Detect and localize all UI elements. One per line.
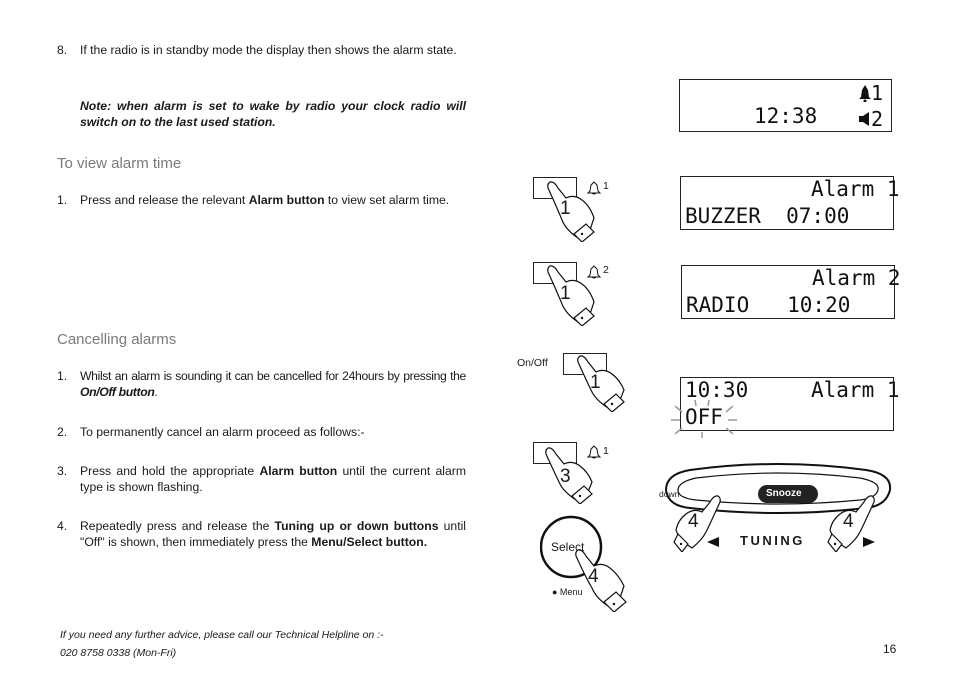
footer-helpline-text: If you need any further advice, please c… xyxy=(60,629,384,641)
step-text: Press and release the relevant Alarm but… xyxy=(80,193,450,207)
step-number: 2. xyxy=(57,425,68,439)
lcd-alarm-title: Alarm 2 xyxy=(812,266,901,290)
step-text: If the radio is in standby mode the disp… xyxy=(80,43,457,57)
step-number-badge: 1 xyxy=(560,283,571,304)
tuning-label: TUNING xyxy=(740,533,805,548)
lcd-off-state: OFF xyxy=(685,405,723,429)
lcd-alarm-setting: RADIO 10:20 xyxy=(686,293,851,317)
bell-outline-icon xyxy=(586,181,602,195)
lcd-cancel-display: 10:30 Alarm 1 OFF xyxy=(671,377,900,438)
snooze-label: Snooze xyxy=(766,488,802,499)
page-number: 16 xyxy=(883,642,897,656)
tuning-up-arrow-icon[interactable] xyxy=(862,536,876,548)
step-number: 4. xyxy=(57,519,68,533)
bell-outline-icon xyxy=(586,445,602,459)
lcd-alarm1-indicator: 1 xyxy=(871,81,884,105)
down-label: down xyxy=(659,489,680,499)
step-text: To permanently cancel an alarm proceed a… xyxy=(80,425,365,439)
alarm-button-number: 1 xyxy=(603,180,609,192)
lcd-alarm-title: Alarm 1 xyxy=(811,177,900,201)
lcd-alarm2-indicator: 2 xyxy=(871,107,884,131)
section-heading-cancel-alarm: Cancelling alarms xyxy=(57,331,177,348)
lcd-standby-display: 12:38 1 2 xyxy=(679,79,892,132)
footer-helpline-number: 020 8758 0338 (Mon-Fri) xyxy=(60,647,177,659)
pointing-hand-icon xyxy=(577,355,625,412)
lcd-alarm1-display: Alarm 1 BUZZER 07:00 xyxy=(680,176,900,230)
flashing-rays-icon xyxy=(671,399,737,438)
step-number: 3. xyxy=(57,464,68,478)
lcd-time: 10:30 xyxy=(685,378,749,402)
step-number-badge: 3 xyxy=(560,466,571,487)
alarm-button-number: 2 xyxy=(603,264,609,276)
step-number: 1. xyxy=(57,193,68,207)
pointing-hand-icon xyxy=(545,447,593,504)
step-text: Whilst an alarm is sounding it can be ca… xyxy=(80,369,466,399)
pointing-hand-icon xyxy=(547,181,595,242)
step-text: Press and hold the appropriate Alarm but… xyxy=(80,464,466,494)
alarm-button-number: 1 xyxy=(603,445,609,457)
step-number: 8. xyxy=(57,43,68,57)
select-label: Select xyxy=(551,540,585,554)
pointing-hand-icon xyxy=(575,549,627,612)
lcd-alarm2-display: Alarm 2 RADIO 10:20 xyxy=(681,265,901,319)
speaker-icon xyxy=(859,112,869,126)
step-number-badge: 4 xyxy=(588,566,599,587)
pointing-hand-icon xyxy=(547,265,595,326)
tuning-down-arrow-icon[interactable] xyxy=(706,536,720,548)
onoff-label: On/Off xyxy=(517,357,548,369)
lcd-alarm-title: Alarm 1 xyxy=(811,378,900,402)
pointing-hand-icon xyxy=(827,495,875,552)
pointing-hand-icon xyxy=(673,495,721,552)
lcd-alarm-setting: BUZZER 07:00 xyxy=(685,204,850,228)
alarm-note: Note: when alarm is set to wake by radio… xyxy=(80,99,466,129)
step-number-badge: 4 xyxy=(688,511,699,532)
menu-label: ● Menu xyxy=(552,587,583,597)
bell-icon xyxy=(859,85,871,102)
bell-outline-icon xyxy=(586,265,602,279)
step-text: Repeatedly press and release the Tuning … xyxy=(80,519,467,549)
lcd-time: 12:38 xyxy=(754,104,818,128)
step-number: 1. xyxy=(57,369,68,383)
step-number-badge: 1 xyxy=(560,198,571,219)
step-number-badge: 4 xyxy=(843,511,854,532)
snooze-button[interactable] xyxy=(758,485,818,503)
step-number-badge: 1 xyxy=(590,372,601,393)
section-heading-view-alarm: To view alarm time xyxy=(57,155,182,172)
